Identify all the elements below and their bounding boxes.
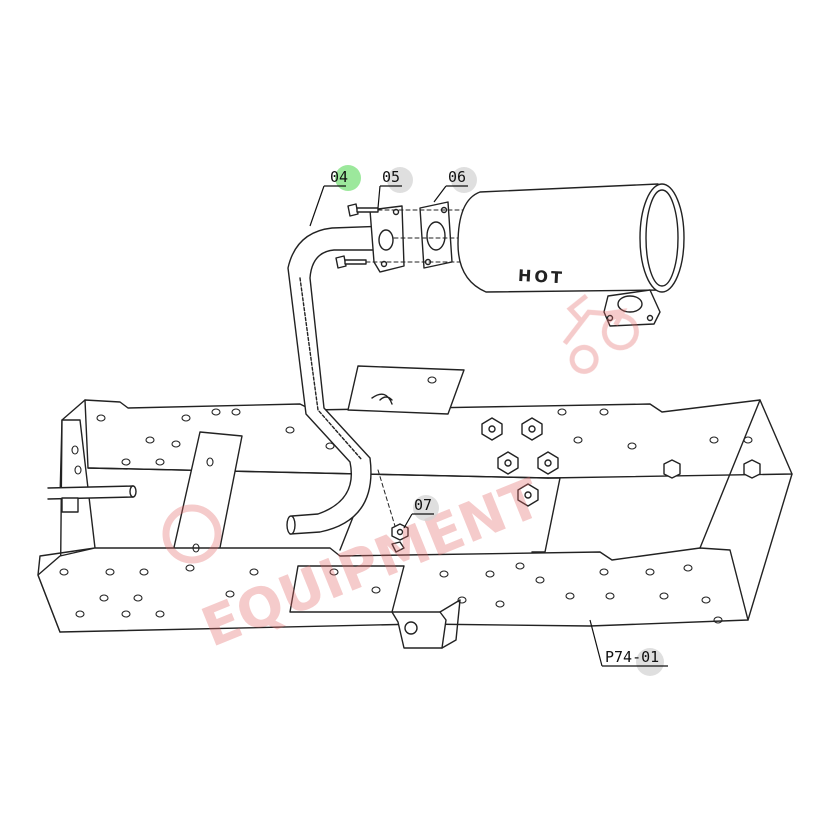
flange-bolts [335,203,379,269]
svg-text:06: 06 [448,168,466,186]
exhaust-gasket [419,201,453,269]
exhaust-pipe-body [287,225,387,535]
callouts: 04 05 06 07 P74-01 [309,165,668,676]
muffler-body [457,183,665,293]
callout-06: 06 [433,167,477,203]
muffler [457,183,685,327]
hex-nuts [481,417,761,507]
callout-04: 04 [309,165,361,227]
tractor-logo-watermark [562,293,639,374]
upper-mount-bracket [347,365,465,415]
svg-text:04: 04 [330,168,348,186]
cross-rod [47,485,134,500]
alignment-lines [365,209,471,537]
lower-mount-bracket [391,611,447,649]
exhaust-pipe [286,205,405,535]
svg-text:05: 05 [382,168,400,186]
svg-text:07: 07 [414,496,432,514]
page-reference: P74-01 [589,619,668,676]
callout-05: 05 [377,167,413,209]
svg-text:P74-01: P74-01 [605,648,659,666]
hot-marking: HOT [518,266,566,287]
callout-07: 07 [403,495,439,529]
frame-holes [59,376,753,624]
